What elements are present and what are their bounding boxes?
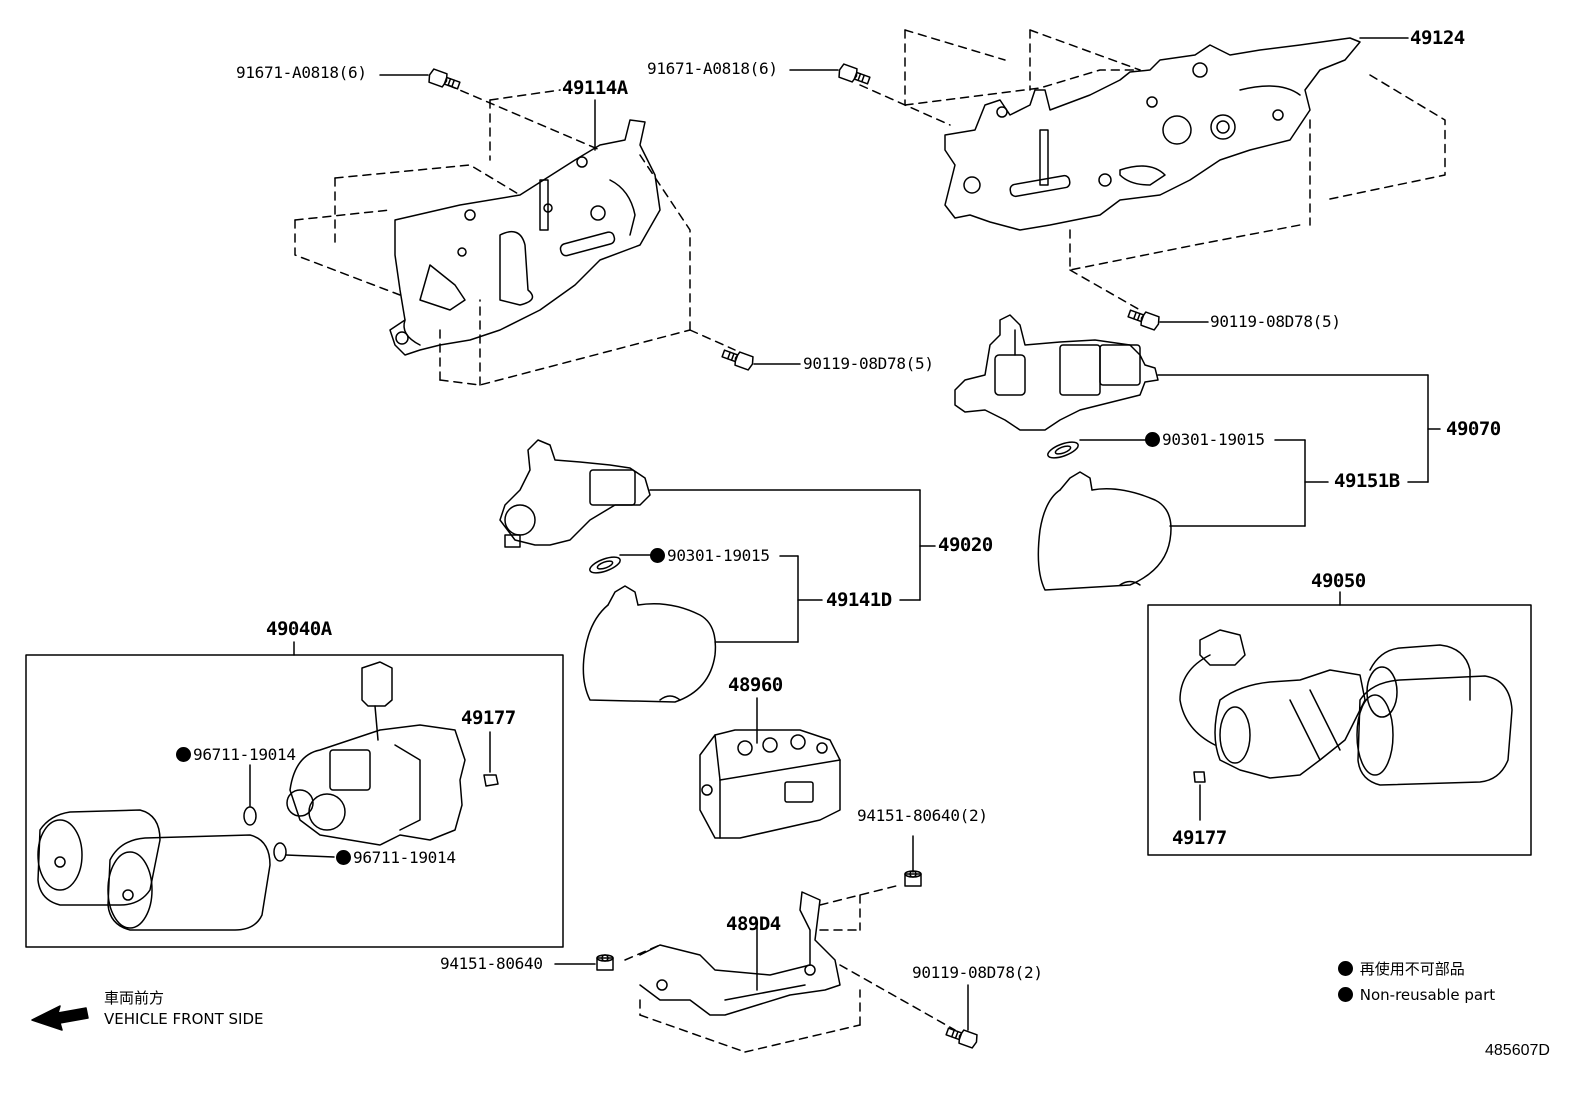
bracket-49124-drawing <box>859 29 1446 311</box>
callout-text: 96711-19014 <box>353 848 456 867</box>
callout-49177-left[interactable]: 49177 <box>461 707 516 729</box>
callout-49070[interactable]: 49070 <box>1446 418 1501 440</box>
legend-en: Non-reusable part <box>1338 987 1495 1003</box>
leader-lines <box>379 37 1409 365</box>
bolt-drawings <box>428 63 1160 1049</box>
callout-49177-right[interactable]: 49177 <box>1172 827 1227 849</box>
bracket-49114a-drawing <box>294 84 736 386</box>
callout-90301-19015-left[interactable]: 90301-19015 <box>650 548 770 564</box>
callout-49020[interactable]: 49020 <box>938 534 993 556</box>
callout-49050[interactable]: 49050 <box>1311 570 1366 592</box>
legend-jp-text: 再使用不可部品 <box>1359 960 1465 978</box>
callout-49141d[interactable]: 49141D <box>826 589 892 611</box>
front-arrow-icon <box>31 1005 89 1031</box>
callout-49040a[interactable]: 49040A <box>266 618 332 640</box>
callout-94151-80640-2[interactable]: 94151-80640(2) <box>857 806 988 825</box>
bracket-489d4-drawing <box>554 835 969 1053</box>
non-reusable-dot-icon <box>650 548 665 563</box>
pump-49040a-drawing <box>25 641 564 948</box>
pump-49050-drawing <box>1147 591 1532 856</box>
diagram-code: 485607D <box>1485 1042 1550 1059</box>
accumulator-49070-drawing <box>954 314 1441 591</box>
callout-96711-19014-bottom[interactable]: 96711-19014 <box>336 850 456 866</box>
non-reusable-dot-icon <box>176 747 191 762</box>
vehicle-front-en: VEHICLE FRONT SIDE <box>104 1010 264 1028</box>
non-reusable-dot-icon <box>1145 432 1160 447</box>
callout-90119-08d78-mid[interactable]: 90119-08D78(5) <box>803 354 934 373</box>
callout-49124[interactable]: 49124 <box>1410 27 1465 49</box>
callout-90119-08d78-top[interactable]: 90119-08D78(5) <box>1210 312 1341 331</box>
non-reusable-dot-icon <box>336 850 351 865</box>
non-reusable-dot-icon <box>1338 987 1353 1002</box>
callout-48960[interactable]: 48960 <box>728 674 783 696</box>
accumulator-49020-drawing <box>499 439 936 703</box>
non-reusable-dot-icon <box>1338 961 1353 976</box>
callout-49114a[interactable]: 49114A <box>562 77 628 99</box>
callout-91671-a0818-left[interactable]: 91671-A0818(6) <box>236 63 367 82</box>
callout-text: 96711-19014 <box>193 745 296 764</box>
callout-489d4[interactable]: 489D4 <box>726 913 781 935</box>
legend-jp: 再使用不可部品 <box>1338 961 1465 977</box>
callout-90119-08d78-2[interactable]: 90119-08D78(2) <box>912 963 1043 982</box>
callout-94151-80640[interactable]: 94151-80640 <box>440 954 543 973</box>
vehicle-front-jp: 車両前方 <box>104 989 165 1007</box>
callout-96711-19014-top[interactable]: 96711-19014 <box>176 747 296 763</box>
callout-text: 90301-19015 <box>667 546 770 565</box>
callout-91671-a0818-right[interactable]: 91671-A0818(6) <box>647 59 778 78</box>
callout-text: 90301-19015 <box>1162 430 1265 449</box>
callout-49151b[interactable]: 49151B <box>1334 470 1400 492</box>
valve-48960-drawing <box>699 697 841 839</box>
callout-90301-19015-right[interactable]: 90301-19015 <box>1145 432 1265 448</box>
legend-en-text: Non-reusable part <box>1359 986 1496 1004</box>
